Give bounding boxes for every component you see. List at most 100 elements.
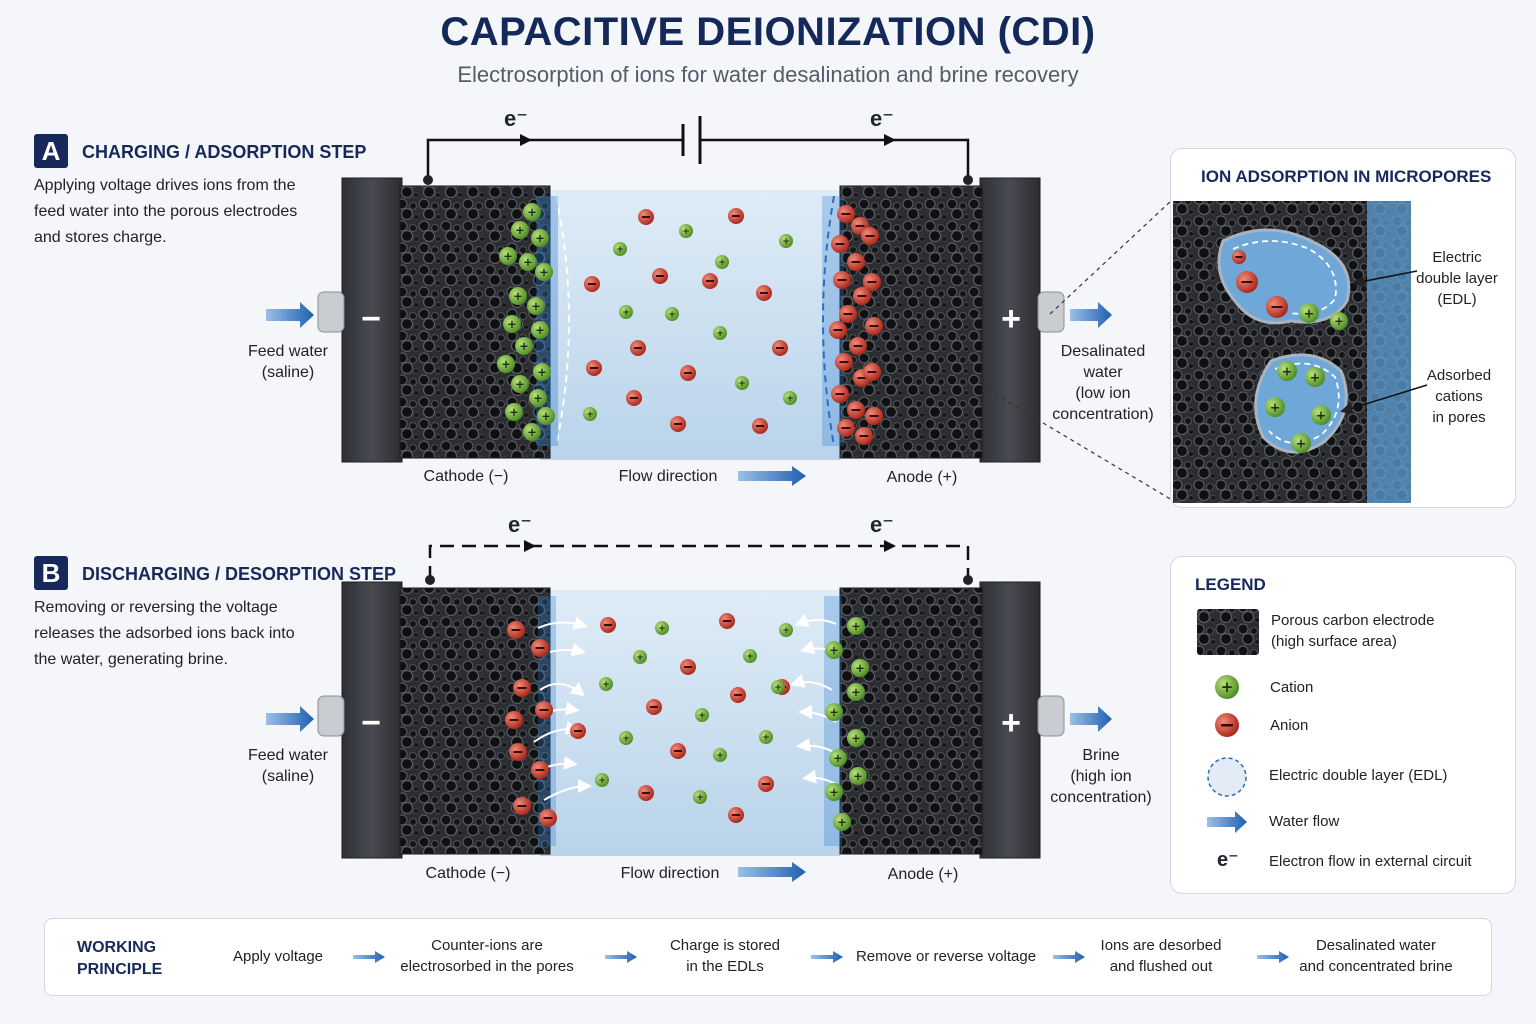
anode-label: Anode (+) bbox=[887, 866, 959, 883]
charging-cell: ++++++++++++++++++++++++++++ bbox=[266, 116, 1112, 486]
step-arrow-icon bbox=[811, 951, 843, 963]
svg-text:+: + bbox=[501, 358, 510, 371]
anion-icon bbox=[680, 659, 696, 675]
label-line: Ions are desorbed bbox=[1100, 937, 1222, 954]
anion-icon bbox=[626, 390, 642, 406]
anion-icon bbox=[752, 418, 768, 434]
svg-text:+: + bbox=[855, 662, 864, 675]
cation-icon: + bbox=[833, 813, 851, 831]
anion-icon bbox=[586, 360, 602, 376]
svg-text:+: + bbox=[531, 300, 540, 313]
svg-text:+: + bbox=[523, 256, 532, 269]
svg-text:+: + bbox=[853, 770, 862, 783]
cation-icon: + bbox=[519, 253, 537, 271]
cation-icon: + bbox=[497, 355, 515, 373]
anion-icon bbox=[535, 701, 553, 719]
anion-icon bbox=[638, 209, 654, 225]
svg-text:+: + bbox=[698, 711, 705, 721]
step-arrow-icon bbox=[1053, 951, 1085, 963]
anion-icon bbox=[865, 407, 883, 425]
cation-icon: + bbox=[695, 708, 709, 722]
svg-text:+: + bbox=[716, 751, 723, 761]
cation-icon: + bbox=[715, 255, 729, 269]
anion-icon bbox=[837, 205, 855, 223]
cation-icon: + bbox=[531, 229, 549, 247]
cation-icon: + bbox=[533, 363, 551, 381]
svg-text:+: + bbox=[782, 626, 789, 636]
principle-arrows bbox=[353, 951, 1289, 963]
anion-icon bbox=[509, 743, 527, 761]
cation-icon: + bbox=[693, 790, 707, 804]
cation-icon: + bbox=[523, 203, 541, 221]
porous-electrode-swatch bbox=[1197, 609, 1259, 655]
cation-icon: + bbox=[1291, 433, 1311, 453]
anion-icon bbox=[513, 679, 531, 697]
anion-icon bbox=[670, 743, 686, 759]
svg-text:+: + bbox=[616, 245, 623, 255]
svg-text:+: + bbox=[533, 392, 542, 405]
anion-icon bbox=[847, 253, 865, 271]
discharging-cell: ++++++++++++++++++++++ bbox=[266, 540, 1112, 882]
edl-label: Electric double layer (EDL) bbox=[1405, 247, 1509, 310]
anion-icon bbox=[531, 639, 549, 657]
cation-icon: + bbox=[1330, 312, 1348, 330]
cation-icon: + bbox=[779, 234, 793, 248]
svg-text:+: + bbox=[851, 686, 860, 699]
anode-label: Anode (+) bbox=[886, 469, 958, 486]
label-line: (saline) bbox=[261, 364, 315, 381]
cation-icon: + bbox=[537, 407, 555, 425]
page-title: CAPACITIVE DEIONIZATION (CDI) bbox=[440, 10, 1096, 54]
label-line: double layer bbox=[1416, 270, 1498, 287]
svg-text:+: + bbox=[829, 644, 838, 657]
electron-symbol: e⁻ bbox=[508, 512, 532, 537]
step-a-badge: A bbox=[34, 134, 68, 168]
anion-icon bbox=[728, 208, 744, 224]
svg-text:+: + bbox=[1310, 370, 1320, 385]
micropore-zoom-graphic: +++++++ bbox=[1173, 201, 1428, 503]
label-line: PRINCIPLE bbox=[77, 961, 163, 978]
cation-icon: + bbox=[665, 307, 679, 321]
anion-icon bbox=[646, 699, 662, 715]
anion-icon bbox=[1236, 271, 1258, 293]
anion-icon bbox=[833, 271, 851, 289]
principle-step-remove-voltage: Remove or reverse voltage bbox=[855, 948, 1037, 965]
anion-icon bbox=[570, 723, 586, 739]
feed-flow-arrow-icon bbox=[266, 706, 314, 732]
label-line: WORKING bbox=[77, 939, 157, 956]
label-line: Feed water bbox=[247, 747, 329, 764]
svg-text:+: + bbox=[535, 324, 544, 337]
svg-text:+: + bbox=[1296, 436, 1306, 451]
negative-terminal-sign: − bbox=[361, 704, 381, 742]
anion-icon bbox=[531, 761, 549, 779]
label-line: Charge is stored bbox=[669, 937, 781, 954]
legend-item-electrode: Porous carbon electrode (high surface ar… bbox=[1271, 610, 1434, 652]
legend-item-anion: Anion bbox=[1270, 717, 1309, 734]
legend-panel: LEGEND + Porous carbon electrode (high s… bbox=[1170, 556, 1516, 894]
anion-icon bbox=[719, 613, 735, 629]
label-line: and flushed out bbox=[1109, 958, 1213, 975]
svg-text:+: + bbox=[829, 706, 838, 719]
cation-icon: + bbox=[1265, 397, 1285, 417]
electron-symbol: e⁻ bbox=[870, 512, 894, 537]
cation-icon: + bbox=[713, 748, 727, 762]
anion-icon bbox=[1232, 250, 1246, 264]
anion-icon bbox=[829, 321, 847, 339]
step-a-title: CHARGING / ADSORPTION STEP bbox=[82, 142, 367, 162]
svg-text:+: + bbox=[746, 652, 753, 662]
cation-icon: + bbox=[779, 623, 793, 637]
electron-symbol: e⁻ bbox=[1217, 849, 1239, 871]
label-line: concentration) bbox=[1050, 789, 1152, 806]
svg-text:+: + bbox=[833, 752, 842, 765]
cation-icon: + bbox=[825, 641, 843, 659]
step-b-title: DISCHARGING / DESORPTION STEP bbox=[82, 564, 397, 584]
anion-icon bbox=[702, 273, 718, 289]
electron-symbol: e⁻ bbox=[504, 106, 528, 131]
cation-icon: + bbox=[735, 376, 749, 390]
anion-icon bbox=[865, 317, 883, 335]
svg-text:+: + bbox=[774, 683, 781, 693]
anion-icon bbox=[680, 365, 696, 381]
svg-text:+: + bbox=[1282, 364, 1292, 379]
svg-text:+: + bbox=[602, 680, 609, 690]
step-b-badge: B bbox=[34, 556, 68, 590]
anion-icon bbox=[728, 807, 744, 823]
